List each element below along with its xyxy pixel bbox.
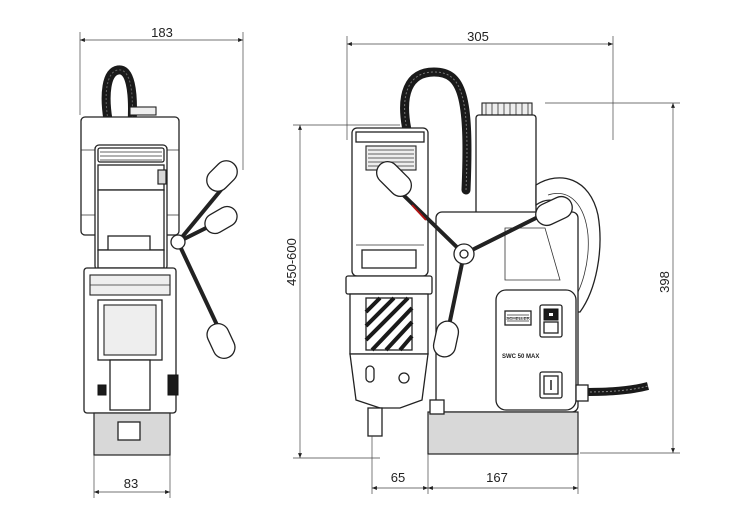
model-label: SWC 50 MAX [502, 354, 539, 360]
side-spindle-housing [349, 353, 429, 409]
side-control-panel [495, 289, 577, 411]
dim-total-height: 398 [545, 102, 680, 454]
side-view: 305 450-600 398 [284, 29, 680, 494]
dim-label-305: 305 [467, 29, 489, 44]
front-handles [170, 160, 238, 359]
side-gearbox-top [345, 275, 433, 295]
gearbox-hatch [364, 296, 414, 352]
dim-label-398: 398 [657, 271, 672, 293]
dim-label-167: 167 [486, 470, 508, 485]
front-view: 183 [79, 25, 244, 498]
front-top-cap [129, 106, 157, 116]
side-feed-handles [375, 160, 573, 358]
side-magnet-base [427, 411, 579, 455]
side-top-cap [481, 102, 533, 116]
dim-stroke-height: 450-600 [284, 124, 400, 459]
side-column-upper [475, 114, 537, 216]
front-side-knob [167, 374, 179, 396]
dim-label-183: 183 [151, 25, 173, 40]
dim-label-65: 65 [391, 470, 405, 485]
front-cable [101, 65, 137, 130]
dim-side-width: 305 [346, 29, 614, 140]
side-arbor [367, 407, 383, 437]
dim-side-bottom: 65 167 [371, 436, 579, 494]
dim-label-450-600: 450-600 [284, 238, 299, 286]
dim-front-width: 183 [79, 25, 244, 170]
red-marker [411, 204, 427, 221]
dim-label-83: 83 [124, 476, 138, 491]
brand-label: SCHELLER [506, 316, 531, 321]
dim-front-base: 83 [93, 455, 171, 498]
